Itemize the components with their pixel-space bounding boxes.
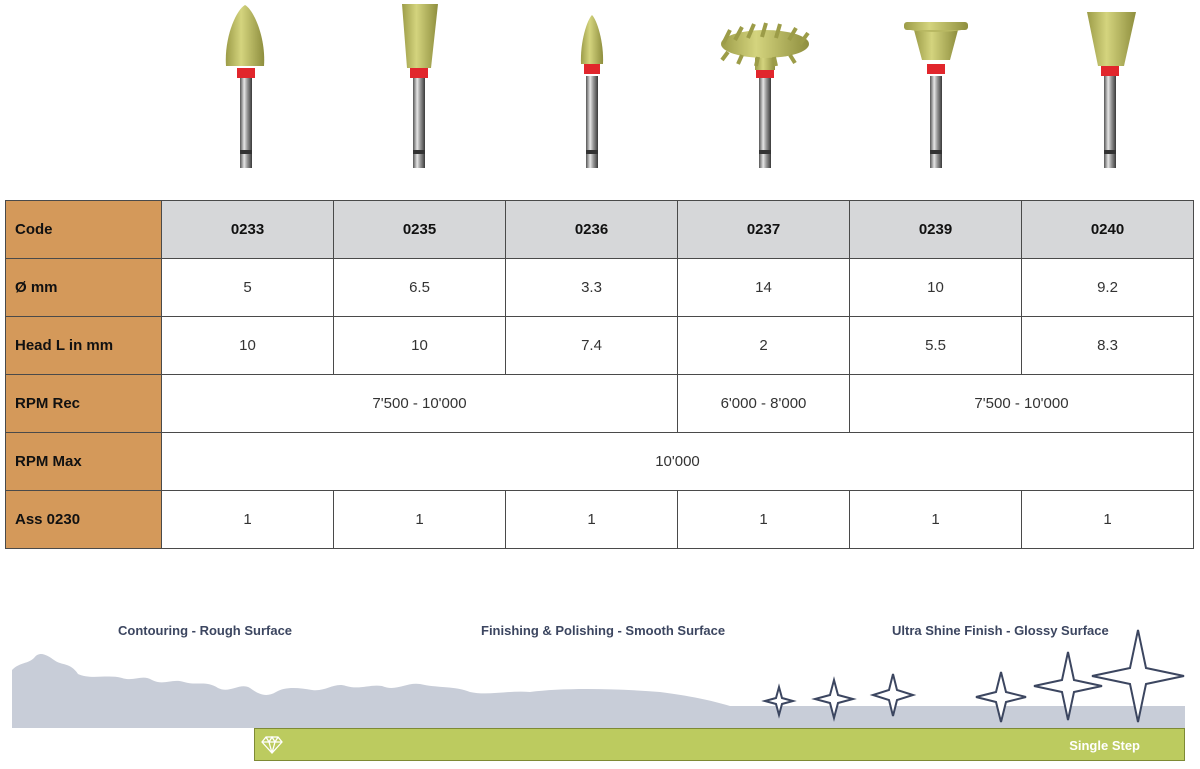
rpm-rec-cell: 7'500 - 10'000 (161, 374, 678, 433)
row-label-ass: Ass 0230 (5, 490, 162, 549)
sparkle-star-icon (811, 676, 857, 722)
code-cell: 0236 (505, 200, 678, 259)
table-row-diameter: Ø mm 5 6.5 3.3 14 10 9.2 (5, 258, 1194, 317)
diameter-cell: 9.2 (1021, 258, 1194, 317)
row-label-code: Code (5, 200, 162, 259)
row-label-rpm-max: RPM Max (5, 432, 162, 491)
sparkle-star-icon (975, 671, 1027, 723)
product-images (225, 4, 1136, 168)
sparkle-star-icon (761, 683, 797, 719)
sparkle-star-icon (1033, 651, 1103, 721)
row-label-rpm-rec: RPM Rec (5, 374, 162, 433)
ass-cell: 1 (1021, 490, 1194, 549)
head-length-cell: 10 (161, 316, 334, 375)
product-0235-image (402, 4, 438, 168)
code-cell: 0233 (161, 200, 334, 259)
diameter-cell: 14 (677, 258, 850, 317)
diameter-cell: 5 (161, 258, 334, 317)
product-0233-image (225, 5, 265, 168)
product-0236-image (580, 15, 604, 168)
ass-cell: 1 (849, 490, 1022, 549)
table-row-code: Code 0233 0235 0236 0237 0239 0240 (5, 200, 1194, 259)
rpm-rec-cell: 6'000 - 8'000 (677, 374, 850, 433)
product-0239-image (904, 22, 968, 168)
code-cell: 0235 (333, 200, 506, 259)
code-cell: 0240 (1021, 200, 1194, 259)
row-label-diameter: Ø mm (5, 258, 162, 317)
ass-cell: 1 (333, 490, 506, 549)
diameter-cell: 6.5 (333, 258, 506, 317)
table-row-ass: Ass 0230 1 1 1 1 1 1 (5, 490, 1194, 549)
ass-cell: 1 (161, 490, 334, 549)
stage-contouring-label: Contouring - Rough Surface (118, 623, 293, 638)
rpm-max-cell: 10'000 (161, 432, 1194, 491)
code-cell: 0237 (677, 200, 850, 259)
spec-table: Code 0233 0235 0236 0237 0239 0240 Ø mm … (5, 200, 1194, 549)
sparkle-star-icon (1091, 629, 1185, 723)
ass-cell: 1 (505, 490, 678, 549)
stage-finishing-label: Finishing & Polishing - Smooth Surface (481, 623, 726, 638)
table-row-rpm-max: RPM Max 10'000 (5, 432, 1194, 491)
surface-profile (12, 654, 1185, 728)
product-0237-image (720, 22, 810, 168)
table-row-head-length: Head L in mm 10 10 7.4 2 5.5 8.3 (5, 316, 1194, 375)
diameter-cell: 10 (849, 258, 1022, 317)
gloss-stars (761, 629, 1185, 723)
row-label-head-length: Head L in mm (5, 316, 162, 375)
head-length-cell: 8.3 (1021, 316, 1194, 375)
head-length-cell: 2 (677, 316, 850, 375)
single-step-bar: Single Step (254, 728, 1185, 761)
diamond-icon (261, 736, 283, 754)
single-step-label: Single Step (1069, 738, 1140, 753)
table-row-rpm-rec: RPM Rec 7'500 - 10'000 6'000 - 8'000 7'5… (5, 374, 1194, 433)
rpm-rec-cell: 7'500 - 10'000 (849, 374, 1194, 433)
head-length-cell: 5.5 (849, 316, 1022, 375)
head-length-cell: 7.4 (505, 316, 678, 375)
ass-cell: 1 (677, 490, 850, 549)
code-cell: 0239 (849, 200, 1022, 259)
surface-scale (12, 629, 1185, 728)
head-length-cell: 10 (333, 316, 506, 375)
sparkle-star-icon (869, 673, 917, 717)
diameter-cell: 3.3 (505, 258, 678, 317)
stage-ultra-shine-label: Ultra Shine Finish - Glossy Surface (892, 623, 1109, 638)
product-0240-image (1087, 12, 1136, 168)
